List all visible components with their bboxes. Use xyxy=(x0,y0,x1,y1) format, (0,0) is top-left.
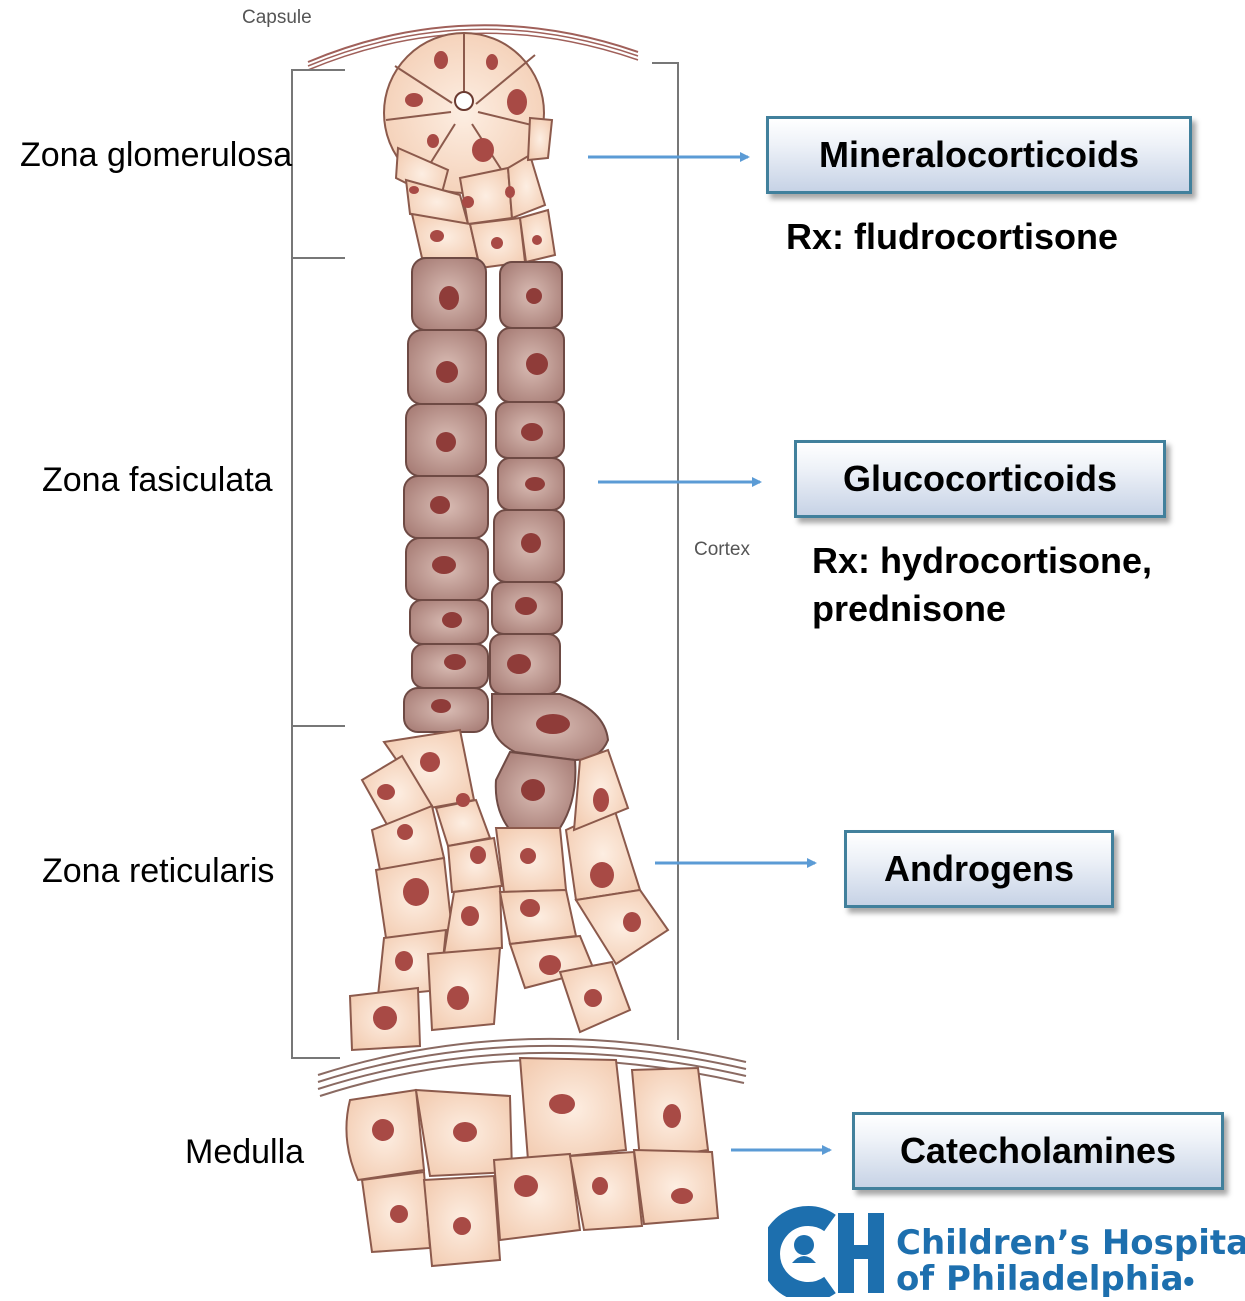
logo-line2: of Philadelphia xyxy=(896,1259,1184,1299)
rx-glucocorticoids-line2: prednisone xyxy=(812,584,1006,634)
glucocorticoids-box: Glucocorticoids xyxy=(794,440,1166,518)
cortex-label: Cortex xyxy=(694,539,750,561)
medulla-cells xyxy=(346,1058,718,1266)
rx-mineralocorticoids: Rx: fludrocortisone xyxy=(786,212,1118,262)
chop-logo-text: Children’s Hospital of Philadelphia● xyxy=(896,1225,1245,1299)
medulla-label: Medulla xyxy=(185,1133,304,1172)
logo-line1: Children’s Hospital xyxy=(896,1225,1245,1261)
catecholamines-box: Catecholamines xyxy=(852,1112,1224,1190)
zona-reticularis-label: Zona reticularis xyxy=(42,852,274,891)
chop-logo-mark xyxy=(768,1205,888,1297)
zona-glomerulosa-label: Zona glomerulosa xyxy=(20,136,292,175)
rx-glucocorticoids-line1: Rx: hydrocortisone, xyxy=(812,536,1152,586)
capsule-label: Capsule xyxy=(242,7,312,29)
mineralocorticoids-box: Mineralocorticoids xyxy=(766,116,1192,194)
zona-fasiculata-label: Zona fasiculata xyxy=(42,461,273,500)
chop-logo: Children’s Hospital of Philadelphia● xyxy=(768,1205,1238,1297)
registered-mark: ● xyxy=(1184,1274,1194,1288)
androgens-box: Androgens xyxy=(844,830,1114,908)
